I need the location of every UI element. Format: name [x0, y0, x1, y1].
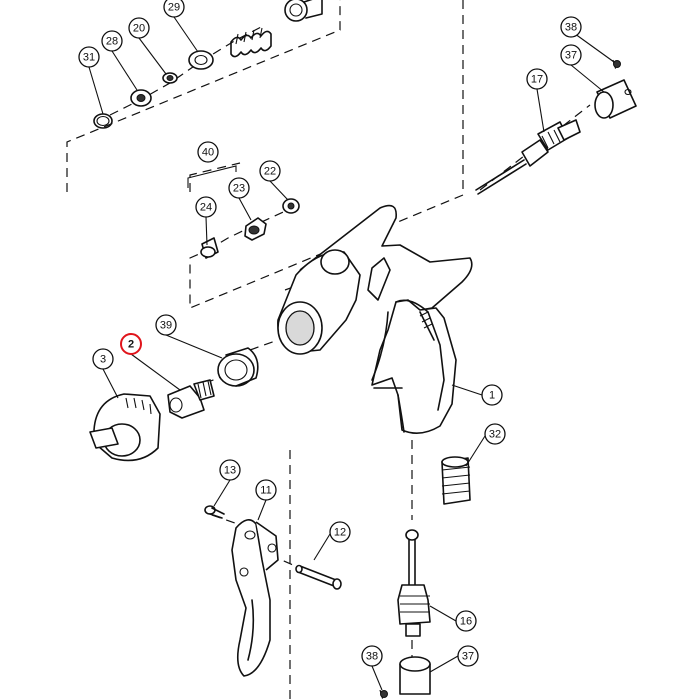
callout-circle [455, 610, 477, 632]
callout-37: 37 [560, 44, 582, 66]
callout-circle [219, 459, 241, 481]
callout-13: 13 [219, 459, 241, 481]
leader-lines [88, 16, 615, 691]
callout-23: 23 [228, 177, 250, 199]
part-1-gun-body [277, 204, 473, 434]
part-22-seal [282, 198, 300, 214]
callout-number: 29 [168, 2, 180, 14]
callout-circle [78, 46, 100, 68]
part-2-fluid-nozzle [167, 379, 215, 419]
callout-number: 38 [366, 651, 378, 663]
callout-circle [259, 160, 281, 182]
part-31-o-ring [93, 113, 113, 129]
callout-40: 40 [197, 141, 219, 163]
group-40-bracket [187, 165, 237, 188]
part-3-air-cap [89, 393, 161, 462]
callout-3: 3 [92, 348, 114, 370]
callout-circle [128, 17, 150, 39]
callout-circle [457, 645, 479, 667]
callout-number: 37 [565, 50, 577, 62]
callout-number: 38 [565, 22, 577, 34]
callout-labels: 1231112131617202223242829313237373838394… [78, 0, 582, 667]
part-16-air-valve [397, 529, 431, 637]
callout-20: 20 [128, 17, 150, 39]
callout-17: 17 [526, 68, 548, 90]
callout-number: 40 [202, 147, 214, 159]
callout-circle [197, 141, 219, 163]
callout-number: 16 [460, 616, 472, 628]
callout-number: 20 [133, 23, 145, 35]
part-24-bushing [200, 237, 219, 259]
callout-16: 16 [455, 610, 477, 632]
callout-circle [228, 177, 250, 199]
part-13-screw [204, 505, 225, 519]
callout-circle [195, 196, 217, 218]
callout-number: 11 [260, 485, 271, 497]
callout-circle [361, 645, 383, 667]
callout-circle [329, 521, 351, 543]
callout-11: 11 [255, 479, 277, 501]
callout-number: 32 [489, 429, 501, 441]
part-37-knob-bottom [399, 656, 431, 695]
callout-38: 38 [560, 16, 582, 38]
spring [230, 27, 272, 58]
part-20-washer [162, 72, 178, 84]
callout-circle [155, 314, 177, 336]
callout-circle [481, 384, 503, 406]
callout-circle [92, 348, 114, 370]
callout-number: 2 [128, 339, 134, 351]
callout-number: 3 [100, 354, 106, 366]
callout-circle [484, 423, 506, 445]
callout-2-highlighted: 2 [120, 333, 142, 355]
callout-12: 12 [329, 521, 351, 543]
callout-number: 12 [334, 527, 346, 539]
callout-circle [560, 44, 582, 66]
callout-circle [163, 0, 185, 18]
callout-number: 13 [224, 465, 236, 477]
callout-24: 24 [195, 196, 217, 218]
part-17-needle [475, 119, 581, 195]
part-11-trigger [231, 519, 279, 677]
part-29-spring-seat [188, 50, 214, 70]
callout-circle [560, 16, 582, 38]
part-38-screw-top [613, 60, 621, 68]
part-38-screw-bottom [380, 690, 388, 698]
callout-circle [120, 333, 142, 355]
part-39-baffle [217, 347, 259, 387]
callout-number: 23 [233, 183, 245, 195]
part-top-nut [284, 0, 323, 22]
callout-number: 39 [160, 320, 172, 332]
callout-38: 38 [361, 645, 383, 667]
callout-circle [526, 68, 548, 90]
callout-22: 22 [259, 160, 281, 182]
callout-39: 39 [155, 314, 177, 336]
callout-circle [101, 30, 123, 52]
part-32-air-fitting [441, 456, 471, 505]
part-28-seal [130, 89, 152, 107]
callout-37: 37 [457, 645, 479, 667]
callout-number: 37 [462, 651, 474, 663]
callout-29: 29 [163, 0, 185, 18]
part-37-knob-top [594, 79, 637, 119]
callout-number: 31 [83, 52, 95, 64]
callout-32: 32 [484, 423, 506, 445]
callout-number: 17 [531, 74, 543, 86]
callout-number: 24 [200, 202, 212, 214]
callout-circle [255, 479, 277, 501]
callout-28: 28 [101, 30, 123, 52]
assembly-guide-lines [66, 0, 617, 700]
callout-number: 22 [264, 166, 276, 178]
callout-1: 1 [481, 384, 503, 406]
callout-31: 31 [78, 46, 100, 68]
part-23-nut [244, 217, 267, 241]
callout-number: 28 [106, 36, 118, 48]
callout-number: 1 [489, 390, 495, 402]
part-12-trigger-pin [295, 564, 342, 590]
